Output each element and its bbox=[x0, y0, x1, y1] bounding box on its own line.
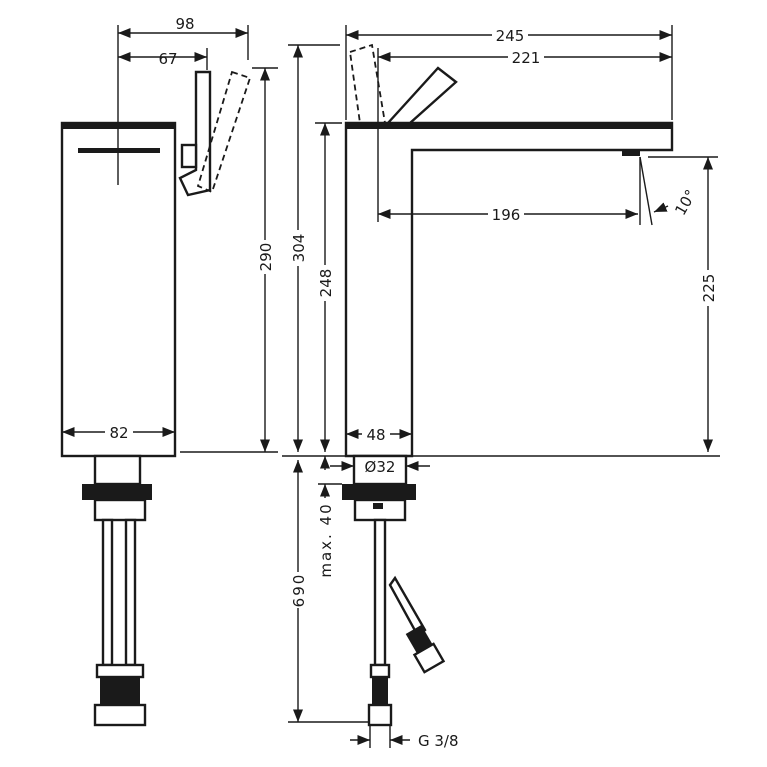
side-hose-2 bbox=[124, 518, 137, 667]
dim-98: 98 bbox=[175, 15, 194, 33]
front-lever bbox=[385, 66, 458, 125]
dim-67: 67 bbox=[158, 50, 177, 68]
front-top-cap bbox=[346, 123, 672, 129]
dim-max-40: max. 40 bbox=[317, 502, 335, 577]
dim-48: 48 bbox=[366, 426, 385, 444]
side-aerator bbox=[78, 148, 160, 153]
front-nut bbox=[342, 484, 416, 500]
dim-304: 304 bbox=[290, 234, 308, 263]
side-fitting-nuts bbox=[93, 703, 147, 727]
dim-248: 248 bbox=[317, 269, 335, 298]
dim-196: 196 bbox=[492, 206, 521, 224]
side-neck bbox=[93, 454, 142, 486]
front-lever-open-dashed bbox=[349, 43, 387, 124]
front-aerator bbox=[622, 150, 640, 156]
dim-82: 82 bbox=[109, 424, 128, 442]
dim-290: 290 bbox=[257, 243, 275, 272]
dim-690: 690 bbox=[290, 573, 308, 608]
side-shank bbox=[93, 498, 147, 522]
dim-221: 221 bbox=[512, 49, 541, 67]
front-hose-2 bbox=[388, 575, 427, 638]
dim-10-degrees: 10° bbox=[671, 186, 700, 218]
side-view: 98 67 290 82 bbox=[60, 15, 278, 727]
dim-diameter-32: Ø32 bbox=[365, 458, 396, 476]
dim-225: 225 bbox=[700, 274, 718, 303]
side-lever-open-dashed bbox=[196, 70, 252, 194]
side-fitting-braid bbox=[100, 677, 140, 705]
side-lever bbox=[178, 70, 212, 197]
side-fitting-collar bbox=[95, 663, 145, 679]
side-hose-1 bbox=[101, 518, 114, 667]
front-hose-1 bbox=[373, 518, 387, 667]
front-view: 245 221 196 10° 225 304 248 48 Ø32 690 m… bbox=[282, 25, 720, 750]
side-nut bbox=[82, 484, 152, 500]
front-body bbox=[344, 121, 674, 458]
side-lever-hinge bbox=[180, 143, 198, 169]
dim-g-3-8: G 3/8 bbox=[418, 732, 459, 750]
dim-245: 245 bbox=[496, 27, 525, 45]
